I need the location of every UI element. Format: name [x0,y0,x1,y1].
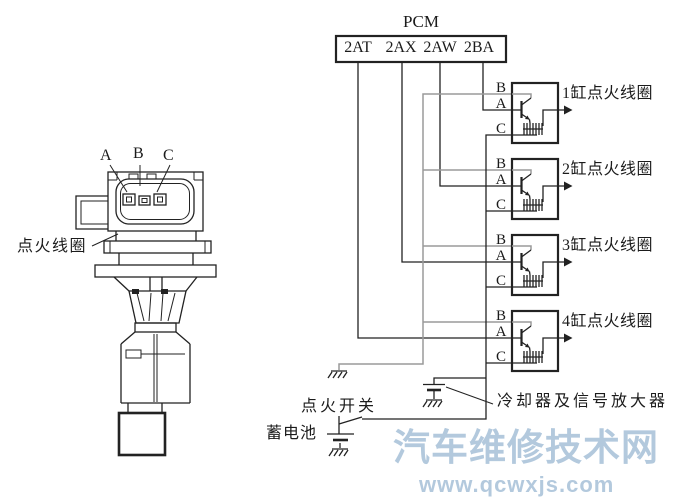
ground-icon [328,448,349,457]
coil-terminal-label: A [495,172,507,188]
ignition-switch-label: 点火开关 [301,398,378,415]
pin-label-c: C [163,147,174,164]
amplifier-label: 冷却器及信号放大器 [497,393,669,410]
coil-terminal-label: C [495,273,507,289]
coil-terminal-label: A [495,324,507,340]
ignition-switch-icon [338,416,363,434]
amplifier-pointer-line [445,386,494,405]
coil-terminal-label: C [495,121,507,137]
pcm-terminal-2ba: 2BA [463,39,495,56]
connector-pins [122,193,167,206]
coil-label-3: 3缸点火线圈 [562,237,654,254]
pcm-box [334,34,508,64]
watermark-url: www.qcwxjs.com [419,472,615,497]
ground-icon [327,370,348,379]
coil-label-2: 2缸点火线圈 [562,161,654,178]
coil-label-1: 1缸点火线圈 [562,85,654,102]
coil-terminal-label: B [495,308,507,324]
pcm-terminal-2at: 2AT [344,39,372,56]
c-terminal-bus [362,134,512,420]
pcm-title: PCM [403,12,439,31]
pcm-signal-wires [357,62,512,339]
pcm-terminal-2ax: 2AX [385,39,417,56]
coil-terminal-label: A [495,248,507,264]
b-terminal-bus [338,93,512,370]
ignition-coil-label: 点火线圈 [17,238,88,255]
watermark-title: 汽车维修技术网 [393,427,659,468]
pin-label-a: A [100,147,112,164]
coil-label-4: 4缸点火线圈 [562,313,654,330]
coil-terminal-label: B [495,232,507,248]
coil-terminal-label: B [495,156,507,172]
ignition-coil-illustration [75,164,217,457]
capacitor-icon [423,377,486,399]
coil-terminal-label: C [495,197,507,213]
coil-label-pointer-line [91,233,119,247]
coil-terminal-label: C [495,349,507,365]
battery-icon [327,433,354,448]
ground-icon [422,399,443,408]
pcm-terminal-2aw: 2AW [423,39,457,56]
battery-label: 蓄电池 [266,425,318,442]
coil-terminal-label: B [495,80,507,96]
pin-label-b: B [133,145,144,162]
coil-terminal-label: A [495,96,507,112]
